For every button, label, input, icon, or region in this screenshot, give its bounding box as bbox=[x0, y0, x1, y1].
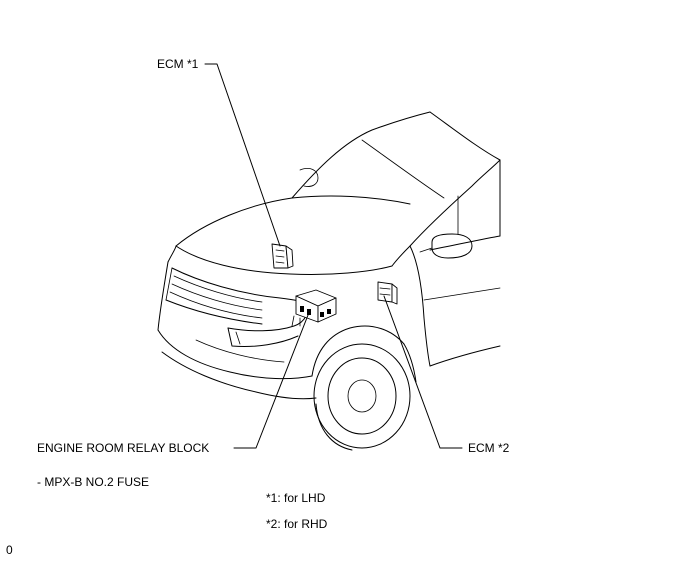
ecm-lhd-label: ECM *1 bbox=[157, 57, 199, 71]
note-rhd: *2: for RHD bbox=[266, 517, 328, 531]
note-lhd: *1: for LHD bbox=[266, 491, 326, 505]
ecm-rhd-label: ECM *2 bbox=[468, 441, 510, 455]
relay-block-label: ENGINE ROOM RELAY BLOCK bbox=[37, 441, 210, 455]
relay-block-part bbox=[291, 289, 337, 327]
vehicle-body bbox=[157, 111, 501, 451]
ecm-lhd-part bbox=[271, 243, 294, 269]
ecm-rhd-part bbox=[377, 281, 398, 305]
leader-lines bbox=[204, 63, 463, 449]
corner-mark: 0 bbox=[6, 543, 13, 557]
fuse-label: - MPX-B NO.2 FUSE bbox=[37, 475, 150, 489]
